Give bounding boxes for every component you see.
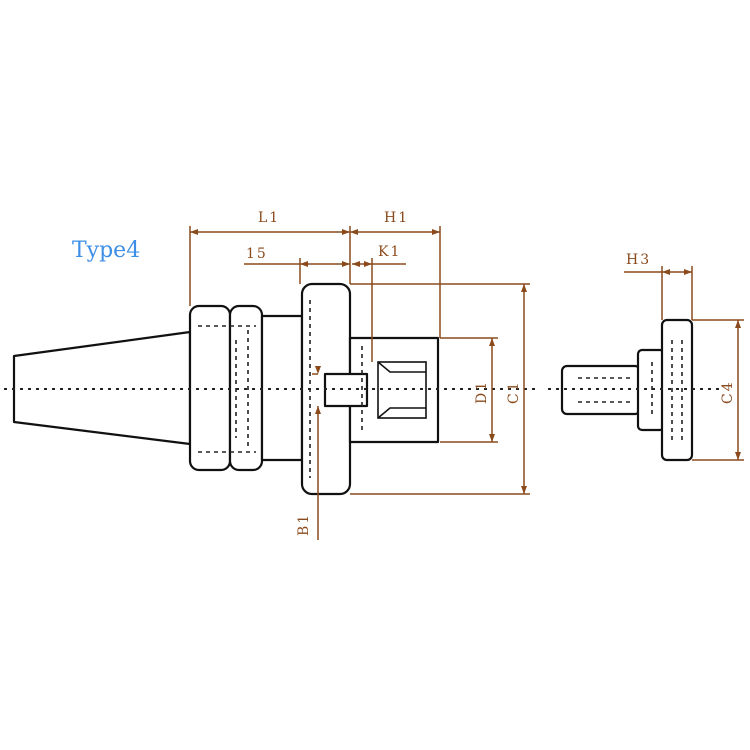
inner-socket [377, 361, 427, 419]
key-slot [323, 372, 369, 408]
dimension-lines [189, 226, 744, 540]
dim-label-d1: D1 [474, 380, 490, 404]
dim-label-l1: L1 [258, 210, 280, 226]
dim-label-h3: H3 [626, 252, 651, 268]
dim-label-c1: C1 [506, 380, 522, 404]
dim-label-b1: B1 [296, 513, 312, 536]
dim-label-c4: C4 [720, 380, 736, 404]
dim-label-k1: K1 [378, 244, 401, 260]
socket-chamfer [377, 361, 426, 419]
dim-label-15: 15 [246, 246, 268, 262]
type-label: Type4 [72, 238, 141, 263]
dim-label-h1: H1 [384, 210, 409, 226]
holder-body [12, 282, 440, 496]
